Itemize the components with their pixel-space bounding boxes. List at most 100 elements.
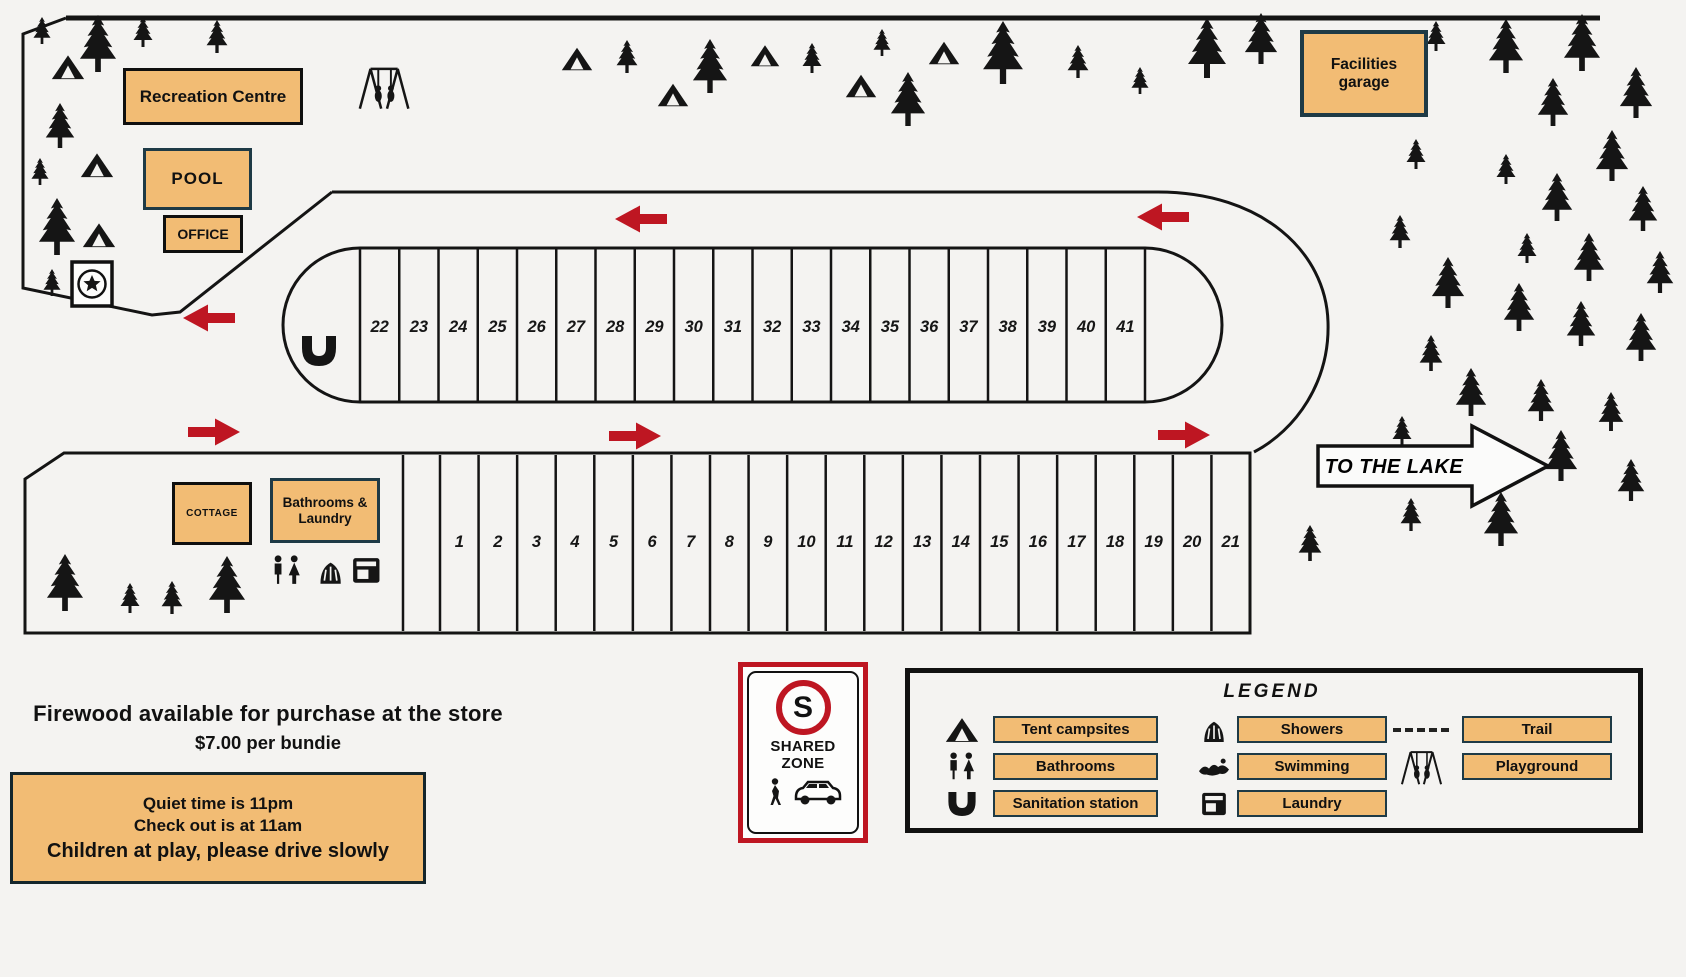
pine-tree-icon [1625, 313, 1657, 361]
loop-site-number: 34 [841, 318, 859, 336]
pine-tree-icon [1541, 173, 1573, 221]
tent-icon [561, 47, 593, 71]
building-office: OFFICE [163, 215, 243, 253]
bottom-site-number: 4 [569, 533, 579, 551]
pine-tree-icon [208, 556, 246, 613]
laundry-icon [353, 558, 380, 583]
pine-tree-icon [1598, 392, 1624, 431]
shared-zone-line-2: ZONE [781, 755, 825, 773]
loop-site-number: 24 [448, 318, 467, 336]
loop-site-number: 28 [605, 318, 625, 336]
pine-tree-icon [692, 39, 728, 93]
pine-tree-icon [1431, 257, 1465, 308]
pine-tree-icon [802, 43, 822, 73]
pine-tree-icon [1131, 67, 1149, 94]
sanitation-icon [946, 791, 978, 822]
loop-site-number: 29 [644, 318, 664, 336]
loop-site-number: 40 [1076, 318, 1096, 336]
traffic-arrow-icon [183, 304, 235, 332]
building-facilities-garage: Facilities garage [1300, 30, 1428, 117]
loop-site-number: 23 [409, 318, 428, 336]
firewood-notice: Firewood available for purchase at the s… [12, 701, 524, 754]
shared-zone-label: SHARED ZONE [770, 738, 835, 773]
tent-icon [750, 45, 780, 67]
bottom-site-number: 14 [952, 533, 970, 551]
pine-tree-icon [1488, 19, 1524, 73]
bottom-site-number: 15 [990, 533, 1009, 551]
traffic-arrow-icon [609, 422, 661, 450]
rules-sign: Quiet time is 11pm Check out is at 11am … [10, 772, 426, 884]
shower-icon [319, 561, 342, 585]
car-icon [794, 780, 842, 804]
building-label: Facilities garage [1330, 55, 1398, 91]
building-recreation-centre: Recreation Centre [123, 68, 303, 125]
pine-tree-icon [1389, 215, 1411, 248]
tent-icon [80, 153, 114, 178]
building-label: POOL [171, 169, 224, 189]
pine-tree-icon [1566, 301, 1596, 346]
shared-zone-s-icon: S [775, 680, 831, 735]
tent-icon [845, 74, 877, 98]
rules-line-1: Quiet time is 11pm [142, 793, 294, 813]
pine-tree-icon [120, 583, 140, 613]
pine-tree-icon [1483, 492, 1519, 546]
shared-zone-symbol: S [792, 690, 813, 724]
legend-label-showers: Showers [1237, 716, 1387, 743]
pine-tree-icon [1406, 139, 1426, 169]
pine-tree-icon [1426, 21, 1446, 51]
building-bathrooms-laundry: Bathrooms & Laundry [270, 478, 380, 543]
loop-site-number: 36 [920, 318, 939, 336]
tent-icon [51, 55, 85, 80]
legend-label-playground: Playground [1462, 753, 1612, 780]
building-cottage: COTTAGE [172, 482, 252, 545]
traffic-arrow-icon [615, 205, 667, 233]
legend-label-bathrooms: Bathrooms [993, 753, 1158, 780]
loop-site-number: 38 [998, 318, 1017, 336]
bottom-site-number: 2 [492, 533, 502, 551]
star-marker-icon [70, 260, 114, 308]
bathrooms-icon [946, 752, 978, 786]
pine-tree-icon [1455, 368, 1487, 416]
bottom-site-number: 9 [763, 533, 773, 551]
pine-tree-icon [1595, 130, 1629, 181]
inner-road-outline [332, 190, 1330, 454]
loop-site-number: 32 [763, 318, 781, 336]
traffic-arrow-icon [188, 418, 240, 446]
lake-sign-label: TO THE LAKE [1325, 456, 1464, 478]
sanitation-station-marker [302, 336, 336, 366]
pine-tree-icon [161, 581, 183, 614]
loop-site-number: 39 [1038, 318, 1057, 336]
tent-icon [928, 41, 960, 65]
shower-icon [1199, 717, 1229, 748]
pine-tree-icon [1392, 416, 1412, 446]
playground-icon [1398, 749, 1445, 790]
bottom-site-number: 20 [1182, 533, 1202, 551]
loop-site-number: 41 [1115, 318, 1134, 336]
building-label: OFFICE [177, 225, 229, 242]
pedestrian-icon [770, 777, 781, 805]
pine-tree-icon [1244, 13, 1278, 64]
tent-icon [657, 83, 689, 107]
loop-site-number: 22 [369, 318, 388, 336]
legend-label-laundry: Laundry [1237, 790, 1387, 817]
pine-tree-icon [1517, 233, 1537, 263]
pine-tree-icon [1628, 186, 1658, 231]
bottom-site-number: 17 [1067, 533, 1086, 551]
laundry-icon [1200, 791, 1228, 822]
bottom-site-number: 3 [532, 533, 541, 551]
bottom-site-number: 19 [1144, 533, 1163, 551]
loop-site-number: 25 [487, 318, 507, 336]
bathrooms-icon [274, 555, 300, 584]
rules-line-3: Children at play, please drive slowly [47, 839, 389, 862]
building-label: COTTAGE [186, 507, 238, 519]
legend-label-swimming: Swimming [1237, 753, 1387, 780]
pine-tree-icon [133, 17, 153, 47]
shared-zone-inner: S SHARED ZONE [747, 671, 859, 834]
shared-zone-line-1: SHARED [770, 738, 836, 755]
pedestrian-car-icons [770, 777, 842, 805]
bottom-site-number: 16 [1029, 533, 1048, 551]
tent-icon [82, 223, 116, 248]
pine-tree-icon [45, 103, 75, 148]
